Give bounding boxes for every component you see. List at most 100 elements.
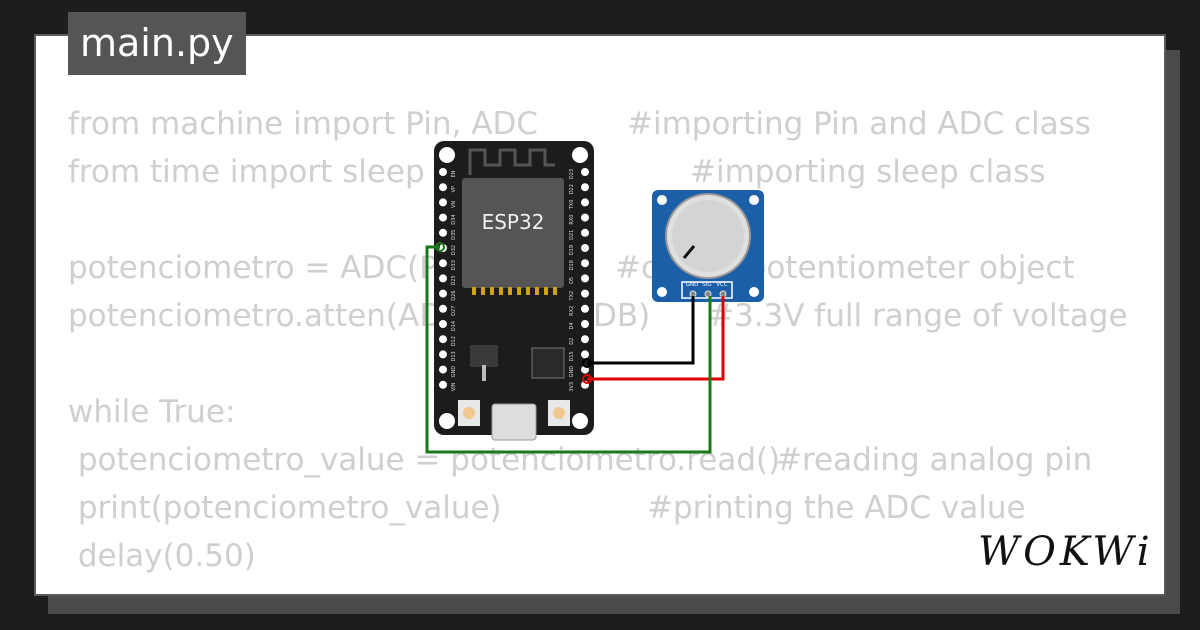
- right-pin-tx0[interactable]: [581, 198, 589, 207]
- regulator-pin: [482, 365, 486, 381]
- mount-hole: [657, 195, 667, 205]
- right-pin-label: RX2: [569, 306, 575, 316]
- right-pin-label: 3V3: [569, 382, 575, 392]
- left-pin-label: VIN: [451, 382, 457, 391]
- left-pin-d26[interactable]: [439, 289, 447, 298]
- code-comment-6: #reading analog pin: [776, 442, 1093, 478]
- boot-button-cap: [553, 407, 565, 419]
- right-pin-d22[interactable]: [581, 183, 589, 192]
- left-pin-d25[interactable]: [439, 274, 447, 283]
- pot-pin-vcc-label: VCC: [716, 282, 728, 288]
- wire-gnd[interactable]: [587, 296, 695, 365]
- simulation-canvas: [34, 34, 1166, 596]
- knob-face: [672, 200, 744, 272]
- file-tab-main-py[interactable]: main.py: [68, 12, 246, 75]
- left-pin-label: D13: [451, 351, 457, 361]
- code-comment-3: #c potentiometer object: [615, 250, 1075, 286]
- code-fragment-4: DB): [593, 298, 651, 334]
- left-pin-label: D27: [451, 306, 457, 316]
- left-pin-label: D34: [451, 214, 457, 224]
- right-pin-label: D21: [569, 230, 575, 240]
- right-pin-d2[interactable]: [581, 335, 589, 344]
- right-pin-d18[interactable]: [581, 259, 589, 268]
- left-pin-gnd[interactable]: [439, 365, 447, 374]
- usb-port: [491, 403, 537, 441]
- left-pin-d33[interactable]: [439, 259, 447, 268]
- left-pin-d14[interactable]: [439, 320, 447, 328]
- left-pin-labels: ENVPVND34D35D32D33D25D26D27D14D12D13GNDV…: [451, 170, 457, 391]
- code-comment-2: #importing sleep class: [690, 154, 1046, 190]
- left-pin-en[interactable]: [439, 168, 447, 176]
- module-pads: [472, 287, 557, 295]
- right-pin-label: D4: [569, 322, 575, 329]
- mount-hole: [749, 195, 759, 205]
- regulator-chip: [470, 345, 498, 367]
- right-pin-label: RX0: [569, 215, 575, 225]
- left-pin-label: D25: [451, 275, 457, 285]
- right-pin-label: D5: [569, 277, 575, 284]
- code-line-5: while True:: [68, 394, 236, 430]
- right-pin-label: D22: [569, 184, 575, 194]
- pot-pin-sig[interactable]: [704, 290, 712, 298]
- antenna-trace: [468, 148, 555, 175]
- pot-pin-sig-label: SIG: [702, 282, 711, 288]
- chip-label: ESP32: [482, 210, 545, 234]
- right-pin-labels: D23D22TX0RX0D21D19D18D5TX2RX2D4D2D15GND3…: [569, 169, 575, 392]
- left-pin-d13[interactable]: [439, 350, 447, 359]
- usb-uart-chip: [531, 347, 565, 379]
- right-pin-label: D2: [569, 338, 575, 345]
- pin-label-box: [681, 281, 733, 299]
- left-pin-header: [439, 168, 447, 389]
- mount-hole: [749, 287, 759, 297]
- right-pin-d5[interactable]: [581, 274, 589, 283]
- left-pin-label: VP: [451, 186, 457, 192]
- code-line-3: potenciometro = ADC(Pi: [68, 250, 446, 286]
- left-pin-label: EN: [451, 170, 457, 177]
- left-pin-d34[interactable]: [439, 213, 447, 222]
- right-pin-label: D23: [569, 169, 575, 179]
- left-pin-label: VN: [451, 201, 457, 208]
- code-line-4: potenciometro.atten(AD: [68, 298, 444, 334]
- potentiometer[interactable]: GND SIG VCC: [652, 190, 764, 302]
- left-pin-d27[interactable]: [439, 304, 447, 313]
- wire-gnd-endpoint: [582, 358, 592, 368]
- right-pin-tx2[interactable]: [581, 289, 589, 298]
- left-pin-label: D26: [451, 290, 457, 300]
- left-pin-label: D35: [451, 230, 457, 240]
- wire-sig-endpoint: [435, 242, 445, 252]
- knob-indicator: [682, 245, 696, 259]
- left-pin-d35[interactable]: [439, 228, 447, 237]
- code-line-1: from machine import Pin, ADC: [68, 106, 538, 142]
- wire-sig[interactable]: [425, 245, 712, 454]
- code-line-8: delay(0.50): [68, 538, 256, 574]
- esp32-module: [462, 178, 564, 288]
- right-pin-d15[interactable]: [581, 350, 589, 359]
- right-pin-label: GND: [569, 366, 575, 378]
- en-button-cap: [463, 407, 475, 419]
- mount-hole: [657, 287, 667, 297]
- wire-vcc[interactable]: [587, 296, 725, 381]
- left-pin-d12[interactable]: [439, 335, 447, 344]
- right-pin-rx0[interactable]: [581, 213, 589, 222]
- pot-pin-gnd-label: GND: [686, 282, 699, 288]
- esp32-board[interactable]: ESP32 ENVPVND34D35D32D33D25D26D27D14D12D…: [434, 141, 594, 441]
- right-pin-d4[interactable]: [581, 320, 589, 328]
- left-pin-vp[interactable]: [439, 183, 447, 192]
- wire-vcc-endpoint: [582, 374, 592, 384]
- left-pin-label: D12: [451, 336, 457, 346]
- code-line-6: potenciometro_value = potenciometro.read…: [68, 442, 781, 478]
- right-pin-d21[interactable]: [581, 228, 589, 237]
- mount-hole: [572, 147, 588, 163]
- left-pin-vin[interactable]: [439, 380, 447, 389]
- right-pin-d19[interactable]: [581, 244, 589, 252]
- mount-hole: [572, 413, 588, 429]
- left-pin-label: D32: [451, 245, 457, 255]
- right-pin-label: D15: [569, 351, 575, 361]
- left-pin-label: D14: [451, 321, 457, 331]
- right-pin-rx2[interactable]: [581, 304, 589, 313]
- code-comment-7: #printing the ADC value: [647, 490, 1026, 526]
- left-pin-vn[interactable]: [439, 198, 447, 207]
- right-pin-label: TX2: [569, 291, 575, 302]
- right-pin-d23[interactable]: [581, 168, 589, 176]
